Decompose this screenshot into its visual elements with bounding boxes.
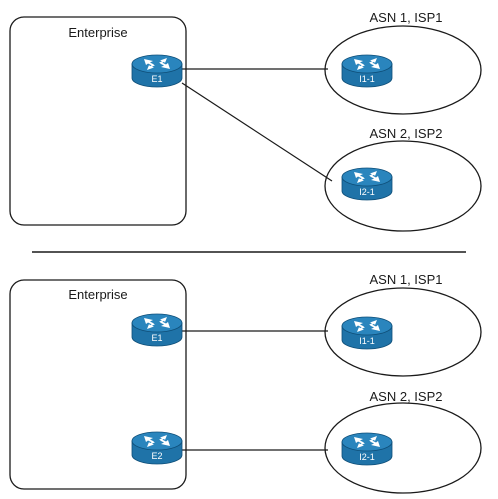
bottom-router-i2-label: I2-1 (359, 452, 375, 462)
bottom-enterprise-label: Enterprise (68, 287, 127, 302)
top-enterprise-box (9, 16, 187, 226)
bottom-isp2-ellipse (324, 402, 482, 494)
bottom-diagram: Enterprise ASN 1, ISP1 ASN 2, ISP2 E1 E2… (9, 272, 482, 494)
top-isp2-title: ASN 2, ISP2 (370, 126, 443, 141)
bottom-isp1-ellipse (324, 287, 482, 377)
top-link-e1-i2 (181, 82, 333, 182)
top-router-i2-label: I2-1 (359, 187, 375, 197)
top-diagram: Enterprise ASN 1, ISP1 ASN 2, ISP2 E1 I1… (9, 10, 482, 232)
bottom-router-i1-label: I1-1 (359, 336, 375, 346)
bottom-isp2-title: ASN 2, ISP2 (370, 389, 443, 404)
top-isp1-ellipse (324, 25, 482, 115)
top-isp2-ellipse (324, 140, 482, 232)
top-enterprise-label: Enterprise (68, 25, 127, 40)
bottom-isp1-title: ASN 1, ISP1 (370, 272, 443, 287)
bottom-router-e2-label: E2 (151, 451, 162, 461)
top-router-e1-label: E1 (151, 74, 162, 84)
top-router-i1-label: I1-1 (359, 74, 375, 84)
bottom-enterprise-box (9, 279, 187, 490)
top-isp1-title: ASN 1, ISP1 (370, 10, 443, 25)
bottom-router-e1-label: E1 (151, 333, 162, 343)
